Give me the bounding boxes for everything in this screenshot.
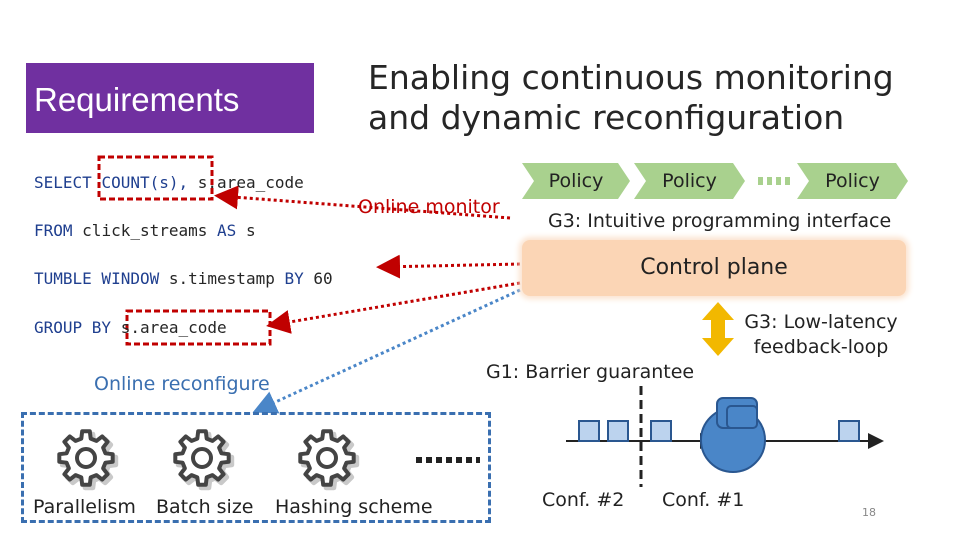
g3-feedback-line2: feedback-loop [753,336,889,358]
policy-chevron-3 [797,163,908,199]
sql-keyword-select: SELECT [34,173,92,192]
count-highlight-box [97,155,214,201]
query-select-line: SELECT COUNT(s), s.area_code [34,173,304,192]
g3-feedback-line1: G3: Low-latency [744,311,898,333]
policy-label-3: Policy [825,170,880,192]
policy-chevron-2 [634,163,745,199]
feedback-double-arrow-icon [702,302,734,356]
groupby-field-highlight-box [125,309,272,346]
monitor-arrow-group [266,281,521,334]
control-plane-label: Control plane [640,255,788,280]
conf1-label: Conf. #1 [662,489,745,511]
query-groupby-line: GROUP BY s.area_code [34,318,227,337]
sql-tumble-field: s.timestamp [168,269,275,288]
resource-label-batch-size: Batch size [156,496,254,518]
policy-label-1: Policy [548,170,604,192]
reconfigure-arrow [252,288,521,414]
requirements-banner [26,63,314,133]
sql-tumble-value: 60 [313,269,333,288]
operator-state-box [726,405,758,429]
monitor-arrow-tumble [376,254,521,279]
page-number: 18 [862,506,876,519]
conf2-label: Conf. #2 [542,489,625,511]
control-plane-box [522,240,906,296]
slide-title: Enabling continuous monitoring and dynam… [368,58,894,137]
policy-label-2: Policy [662,170,717,192]
gear-icon [57,429,119,491]
record-square [650,420,672,442]
sql-keyword-from: FROM [34,221,73,240]
monitor-arrow-select [214,185,511,220]
g3-interface-label: G3: Intuitive programming interface [548,210,892,232]
record-square [838,420,860,442]
gear-icon [298,429,360,491]
sql-keyword-as: AS [217,221,237,240]
sql-groupby-field: s.area_code [120,318,227,337]
sql-count-expr: COUNT(s), [101,173,189,192]
online-monitor-label: Online monitor [358,196,500,218]
g3-feedback-label: G3: Low-latency feedback-loop [742,310,900,360]
sql-keyword-groupby: GROUP BY [34,318,112,337]
sql-keyword-tumble: TUMBLE WINDOW [34,269,160,288]
gear-icon [173,429,235,491]
sql-select-field: s.area_code [197,173,304,192]
resource-label-hashing-scheme: Hashing scheme [275,496,433,518]
query-from-line: FROM click_streams AS s [34,221,256,240]
sql-table-name: click_streams [82,221,208,240]
sql-alias: s [245,221,256,240]
online-reconfigure-label: Online reconfigure [94,373,270,395]
sql-keyword-by: BY [284,269,304,288]
g1-barrier-label: G1: Barrier guarantee [486,361,695,383]
record-square [578,420,600,442]
reconfigurable-resources-box [21,412,491,523]
requirements-label: Requirements [34,81,240,118]
resource-label-parallelism: Parallelism [33,496,136,518]
policy-chevron-1 [522,163,630,199]
record-square [607,420,629,442]
query-tumble-line: TUMBLE WINDOW s.timestamp BY 60 [34,269,333,288]
